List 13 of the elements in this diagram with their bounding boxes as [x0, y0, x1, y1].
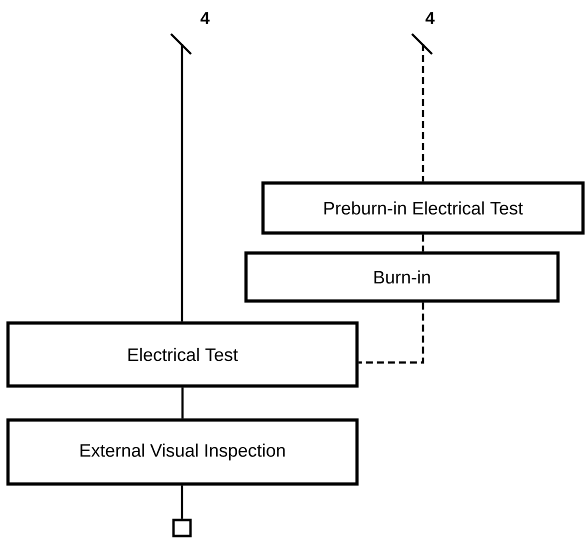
connector-line [422, 44, 424, 182]
connector-line [180, 44, 184, 322]
connector-line [180, 486, 184, 519]
connector-line [358, 302, 424, 364]
process-box: Electrical Test [6, 321, 359, 388]
connector-line [181, 388, 184, 418]
process-box: Burn-in [244, 251, 560, 303]
callout-number: 4 [426, 12, 435, 24]
process-box: Preburn-in Electrical Test [261, 181, 585, 235]
process-box: External Visual Inspection [6, 418, 359, 486]
connector-line [422, 234, 424, 252]
callout-number: 4 [200, 12, 210, 24]
terminal-square [172, 518, 192, 538]
